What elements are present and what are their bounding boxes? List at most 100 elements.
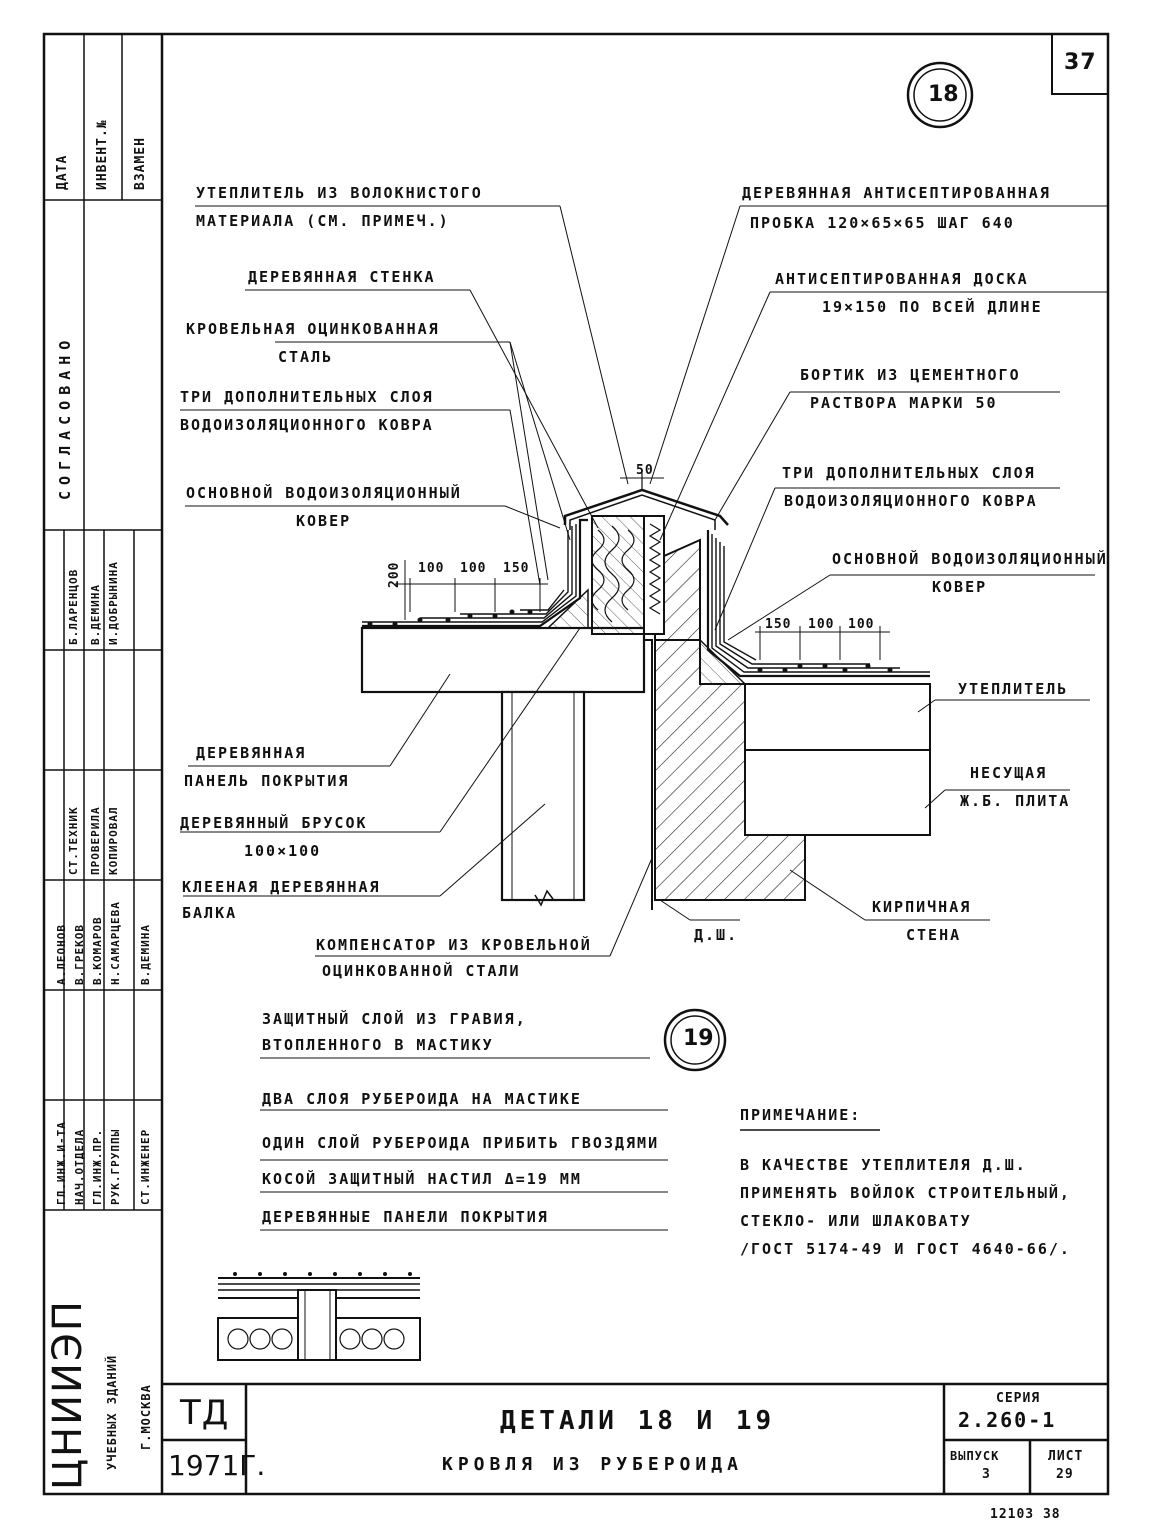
side-invent: ИНВЕНТ.№: [95, 119, 110, 190]
side-column-grid: [44, 34, 162, 1211]
detail-19-circle: [663, 1008, 727, 1072]
detail-18-circle: [906, 61, 974, 129]
issue-value: 3: [982, 1467, 991, 1482]
label-roof-steel-1: КРОВЕЛЬНАЯ ОЦИНКОВАННАЯ: [186, 320, 440, 338]
note-line-4: /ГОСТ 5174-49 И ГОСТ 4640-66/.: [740, 1240, 1071, 1258]
side-name-c3: В.КОМАРОВ: [91, 916, 104, 985]
wood-roof-panel: [360, 626, 646, 694]
side-name-a3: И.ДОБРЫНИНА: [107, 561, 120, 645]
label-wood-panel-2: ПАНЕЛЬ ПОКРЫТИЯ: [184, 772, 350, 790]
label-three-layers-left-2: ВОДОИЗОЛЯЦИОННОГО КОВРА: [180, 416, 434, 434]
side-role-d3: ГЛ.ИНЖ.ПР.: [91, 1128, 104, 1205]
label-compensator-2: ОЦИНКОВАННОЙ СТАЛИ: [322, 962, 521, 980]
label-glued-beam-1: КЛЕЕНАЯ ДЕРЕВЯННАЯ: [182, 878, 381, 896]
label-wood-panel-1: ДЕРЕВЯННАЯ: [196, 744, 307, 762]
side-name-c2: В.ГРЕКОВ: [73, 924, 86, 985]
side-org-logo: ЦНИИЭП: [45, 1299, 91, 1490]
label-board-2: 19×150 ПО ВСЕЙ ДЛИНЕ: [822, 298, 1043, 316]
left-roof-layers: [362, 518, 588, 628]
side-name-c1: А.ЛЕОНОВ: [55, 924, 68, 985]
insulation-right: [744, 683, 931, 751]
label-three-layers-left-1: ТРИ ДОПОЛНИТЕЛЬНЫХ СЛОЯ: [180, 388, 434, 406]
label-main-carpet-left-1: ОСНОВНОЙ ВОДОИЗОЛЯЦИОННЫЙ: [186, 484, 462, 502]
label-wood-plug-2: ПРОБКА 120×65×65 ШАГ 640: [750, 214, 1015, 232]
title-year: 1971г.: [168, 1449, 266, 1482]
label-three-layers-right-2: ВОДОИЗОЛЯЦИОННОГО КОВРА: [784, 492, 1038, 510]
side-role-b2: ПРОВЕРИЛА: [89, 806, 102, 875]
label-dsh: Д.Ш.: [694, 926, 739, 944]
side-role-b1: СТ.ТЕХНИК: [67, 806, 80, 875]
detail19-layer-6: ДЕРЕВЯННЫЕ ПАНЕЛИ ПОКРЫТИЯ: [262, 1208, 549, 1226]
side-vzamen: ВЗАМЕН: [133, 137, 148, 190]
side-role-d4: РУК.ГРУППЫ: [109, 1128, 122, 1205]
detail-19-number: 19: [683, 1026, 714, 1051]
label-roof-steel-2: СТАЛЬ: [278, 348, 334, 366]
label-curb-1: БОРТИК ИЗ ЦЕМЕНТНОГО: [800, 366, 1021, 384]
side-role-d5: СТ.ИНЖЕНЕР: [139, 1128, 152, 1205]
sheet-label: ЛИСТ: [1048, 1449, 1084, 1464]
sheet-value: 29: [1056, 1467, 1074, 1482]
label-insulation: УТЕПЛИТЕЛЬ: [958, 680, 1069, 698]
dim-200: 200: [387, 561, 402, 588]
label-bearing-slab-2: Ж.Б. ПЛИТА: [960, 792, 1071, 810]
dim-right-150: 150: [765, 617, 792, 632]
label-curb-2: РАСТВОРА МАРКИ 50: [810, 394, 998, 412]
title-td: ТД: [180, 1393, 230, 1433]
dimension-lines: [395, 560, 890, 660]
side-org-3: Г.МОСКВА: [139, 1384, 153, 1450]
detail-18-number: 18: [928, 82, 959, 107]
label-board-1: АНТИСЕПТИРОВАННАЯ ДОСКА: [775, 270, 1029, 288]
rc-slab: [744, 749, 931, 836]
right-nails: [757, 663, 893, 673]
page-number: 37: [1064, 50, 1097, 75]
label-wood-bar-2: 100×100: [244, 842, 322, 860]
label-wood-plug-1: ДЕРЕВЯННАЯ АНТИСЕПТИРОВАННАЯ: [742, 184, 1051, 202]
dim-right-100a: 100: [808, 617, 835, 632]
label-glued-beam-2: БАЛКА: [182, 904, 238, 922]
label-insulation-fiber-1: УТЕПЛИТЕЛЬ ИЗ ВОЛОКНИСТОГО: [196, 184, 483, 202]
side-name-c5: В.ДЕМИНА: [139, 924, 152, 985]
note-line-3: СТЕКЛО- ИЛИ ШЛАКОВАТУ: [740, 1212, 972, 1230]
detail19-layer-4: ОДИН СЛОЙ РУБЕРОИДА ПРИБИТЬ ГВОЗДЯМИ: [262, 1134, 660, 1152]
detail19-layer-2: ВТОПЛЕННОГО В МАСТИКУ: [262, 1036, 494, 1054]
label-bearing-slab-1: НЕСУЩАЯ: [970, 764, 1048, 782]
title-block-grid: [162, 1382, 1108, 1494]
left-nails: [367, 609, 533, 627]
side-data: ДАТА: [55, 154, 70, 190]
drawing-title: ДЕТАЛИ 18 И 19: [500, 1406, 776, 1436]
side-role-d2: НАЧ.ОТДЕЛА: [73, 1128, 86, 1205]
label-main-carpet-left-2: КОВЕР: [296, 512, 352, 530]
sheet-frame: [42, 32, 1110, 1496]
detail19-layer-5: КОСОЙ ЗАЩИТНЫЙ НАСТИЛ δ=19 ММ: [262, 1170, 582, 1188]
side-name-a2: В.ДЕМИНА: [89, 584, 102, 645]
label-main-carpet-right-1: ОСНОВНОЙ ВОДОИЗОЛЯЦИОННЫЙ: [832, 550, 1108, 568]
note-title: ПРИМЕЧАНИЕ:: [740, 1106, 862, 1124]
issue-label: ВЫПУСК: [950, 1449, 1000, 1463]
dim-left-150: 150: [503, 561, 530, 576]
dim-right-100b: 100: [848, 617, 875, 632]
label-brick-wall-2: СТЕНА: [906, 926, 962, 944]
side-org-2: УЧЕБНЫХ ЗДАНИЙ: [105, 1354, 119, 1470]
side-name-c4: Н.САМАРЦЕВА: [109, 901, 122, 985]
label-compensator-1: КОМПЕНСАТОР ИЗ КРОВЕЛЬНОЙ: [316, 936, 592, 954]
dim-left-100a: 100: [418, 561, 445, 576]
side-name-a1: Б.ЛАРЕНЦОВ: [67, 568, 80, 645]
detail19-section: [217, 1277, 421, 1361]
footer-code: 12103 38: [990, 1507, 1061, 1522]
detail19-layer-3: ДВА СЛОЯ РУБЕРОИДА НА МАСТИКЕ: [262, 1090, 582, 1108]
dim-50: 50: [636, 463, 654, 478]
side-soglasovano: СОГЛАСОВАНО: [56, 334, 74, 500]
series-value: 2.260-1: [958, 1408, 1057, 1432]
label-insulation-fiber-2: МАТЕРИАЛА (СМ. ПРИМЕЧ.): [196, 212, 450, 230]
detail19-layer-1: ЗАЩИТНЫЙ СЛОЙ ИЗ ГРАВИЯ,: [262, 1010, 527, 1028]
series-label: СЕРИЯ: [996, 1391, 1041, 1406]
label-wood-wall: ДЕРЕВЯННАЯ СТЕНКА: [248, 268, 436, 286]
label-wood-bar-1: ДЕРЕВЯННЫЙ БРУСОК: [180, 814, 368, 832]
dim-left-100b: 100: [460, 561, 487, 576]
leader-lines: [180, 205, 1108, 957]
drawing-subtitle: КРОВЛЯ ИЗ РУБЕРОИДА: [442, 1454, 743, 1475]
side-role-b3: КОПИРОВАЛ: [107, 806, 120, 875]
label-main-carpet-right-2: КОВЕР: [932, 578, 988, 596]
